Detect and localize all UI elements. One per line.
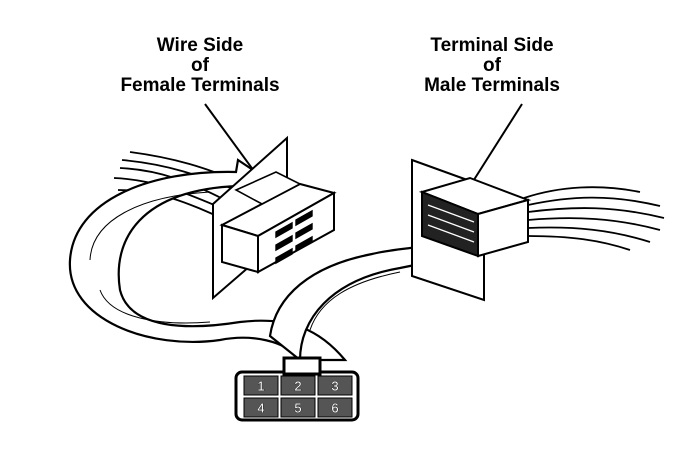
pin-number: 2 — [294, 379, 301, 394]
pin-cell — [317, 397, 353, 418]
pin-number: 1 — [257, 379, 264, 394]
wire-side-female-label: Wire Side of Female Terminals — [100, 36, 300, 96]
pin-cell — [280, 375, 316, 396]
pin-cell — [243, 397, 279, 418]
female-connector — [219, 171, 337, 274]
label-line: Terminal Side — [430, 35, 554, 56]
curved-arrow-left — [68, 158, 348, 362]
arrow-texture — [89, 191, 401, 331]
label-line: Female Terminals — [120, 75, 280, 96]
pin-number: 3 — [331, 379, 338, 394]
pin-cell — [317, 375, 353, 396]
connector-pins: 1 2 3 4 5 6 — [243, 375, 353, 418]
right-wire-bundle — [523, 186, 665, 251]
pin-cell — [280, 397, 316, 418]
pin-number: 4 — [257, 401, 264, 416]
label-line: Male Terminals — [424, 75, 560, 96]
male-connector — [418, 176, 532, 258]
label-line: of — [191, 55, 209, 76]
pin-number: 5 — [294, 401, 301, 416]
label-line: Wire Side — [156, 35, 244, 56]
pin-cell — [243, 375, 279, 396]
terminal-side-male-label: Terminal Side of Male Terminals — [392, 36, 592, 96]
pin-number: 6 — [331, 401, 338, 416]
label-line: of — [483, 55, 501, 76]
